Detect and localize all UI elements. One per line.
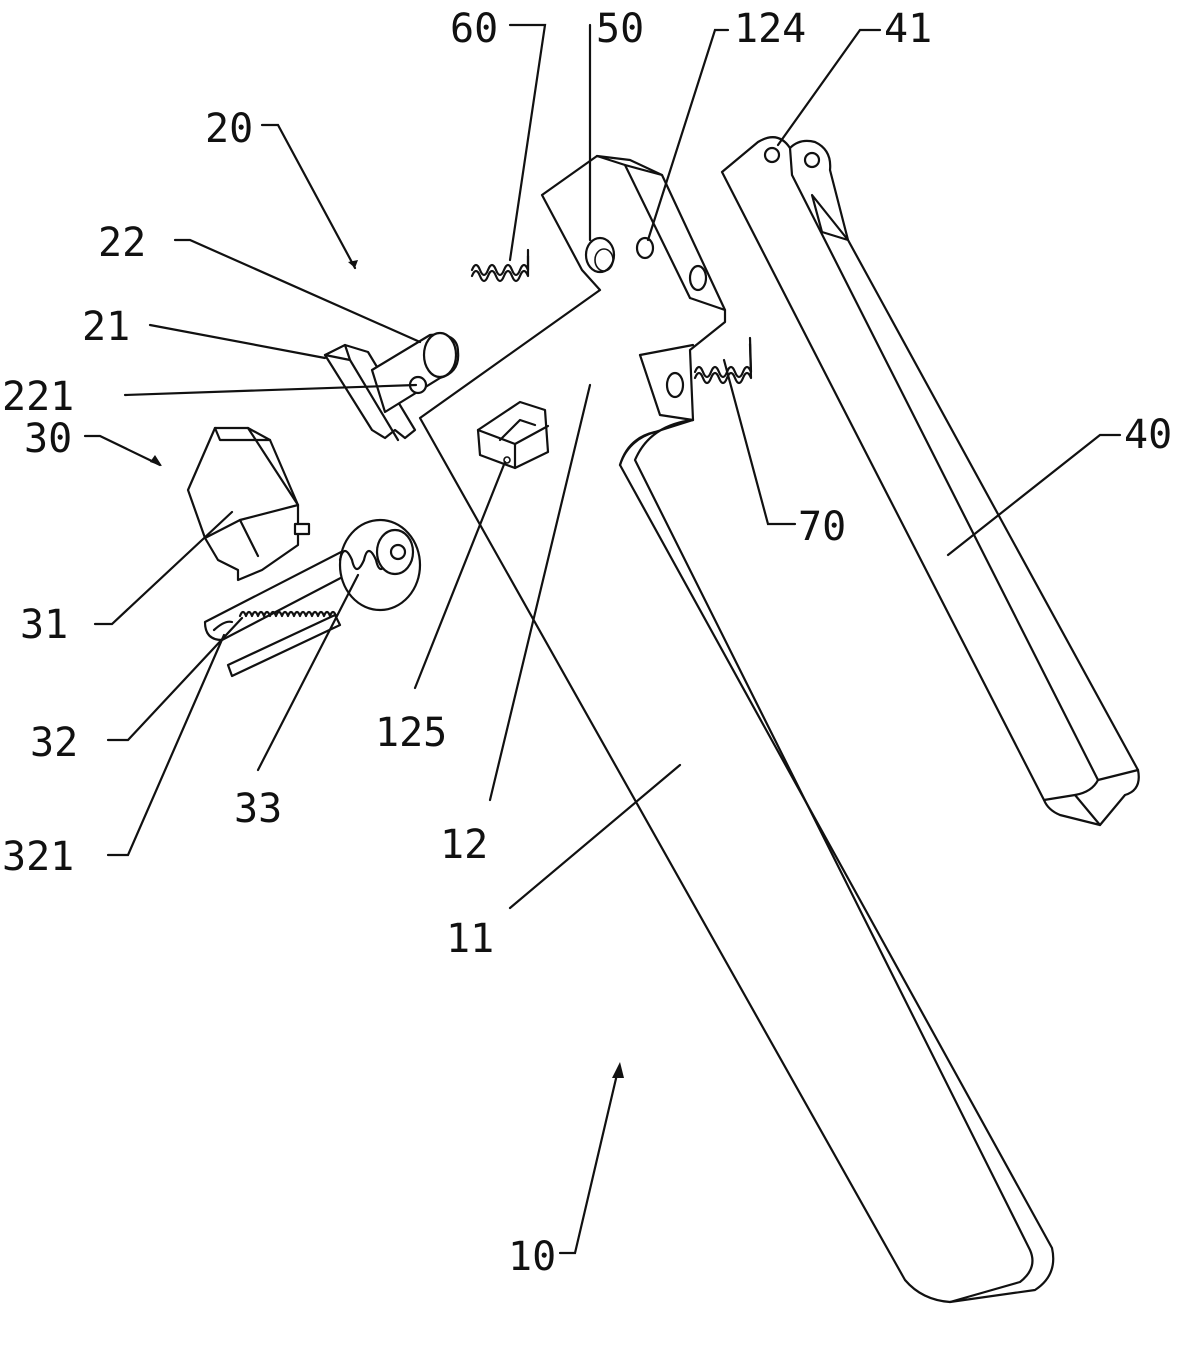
handle-arm-40 (720, 136, 1140, 827)
label-11: 11 (446, 916, 494, 962)
spring-60 (470, 248, 530, 283)
label-60: 60 (450, 6, 498, 52)
label-10: 10 (508, 1234, 556, 1280)
label-12: 12 (440, 822, 488, 868)
label-31: 31 (20, 602, 68, 648)
assembly-30 (186, 426, 422, 678)
label-321: 321 (2, 834, 74, 880)
label-41: 41 (884, 6, 932, 52)
label-33: 33 (234, 786, 282, 832)
spring-70 (693, 336, 753, 385)
label-30: 30 (24, 416, 72, 462)
label-22: 22 (98, 220, 146, 266)
block-125 (476, 400, 550, 470)
label-32: 32 (30, 720, 78, 766)
label-124: 124 (734, 6, 806, 52)
assembly-20 (323, 331, 460, 442)
label-20: 20 (205, 106, 253, 152)
label-125: 125 (375, 710, 447, 756)
label-21: 21 (82, 304, 130, 350)
wrench-body-10 (418, 154, 1055, 1304)
label-221: 221 (2, 374, 74, 420)
label-50: 50 (596, 6, 644, 52)
reference-labels: 60 50 124 41 20 22 21 221 30 31 32 321 3… (2, 6, 1172, 1280)
leader-lines (83, 23, 1122, 1255)
label-40: 40 (1124, 412, 1172, 458)
label-70: 70 (798, 504, 846, 550)
